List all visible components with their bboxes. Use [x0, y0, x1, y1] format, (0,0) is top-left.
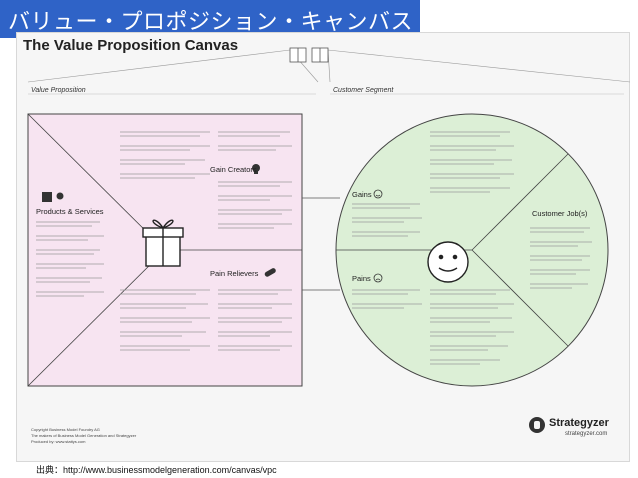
source-citation: 出典：http://www.businessmodelgeneration.co…: [36, 465, 277, 475]
customer-profile-diagonal-top: [471, 153, 569, 251]
brand-name: Strategyzer: [549, 417, 609, 429]
header-connector-lines: [27, 49, 631, 83]
pain-frown-icon: [373, 273, 383, 283]
strategyzer-logo-icon: [529, 417, 545, 433]
copyright-line: Copyright Business Model Foundry AG: [31, 427, 100, 432]
brand-url: strategyzer.com: [565, 431, 608, 437]
value-map-diagonal-bottom: [27, 249, 166, 387]
gift-icon: [142, 219, 184, 267]
fit-arrows: [302, 197, 340, 291]
pain-relievers-label: Pain Relievers: [210, 269, 259, 278]
pill-icon: [264, 268, 276, 277]
slide-title-bar: バリュー・プロポジション・キャンバス: [0, 0, 420, 38]
copyright-block: Copyright Business Model Foundry AG The …: [31, 427, 136, 445]
gains-label: Gains: [352, 190, 372, 199]
copyright-line: Produced by: www.stattys.com: [31, 439, 86, 444]
customer-jobs-label: Customer Job(s): [532, 209, 588, 218]
products-services-label: Products & Services: [36, 207, 104, 216]
gain-creators-label: Gain Creators: [210, 165, 257, 174]
lightbulb-icon: [252, 164, 260, 174]
customer-segment-label: Customer Segment: [333, 87, 394, 94]
copyright-line: The makers of Business Model Generation …: [31, 433, 137, 438]
value-map-diagonal-top: [27, 113, 166, 251]
pains-label: Pains: [352, 274, 371, 283]
header-mini-icons: [289, 47, 329, 63]
value-proposition-label: Value Proposition: [31, 87, 86, 94]
products-icons: [42, 192, 64, 202]
slide-title: バリュー・プロポジション・キャンバス: [8, 10, 414, 35]
smiley-face-icon: [427, 241, 469, 283]
customer-profile-diagonal-bottom: [471, 249, 569, 347]
fine-print-lines: [36, 131, 592, 365]
gain-smiley-icon: [373, 189, 383, 199]
canvas-title: The Value Proposition Canvas: [23, 37, 239, 54]
